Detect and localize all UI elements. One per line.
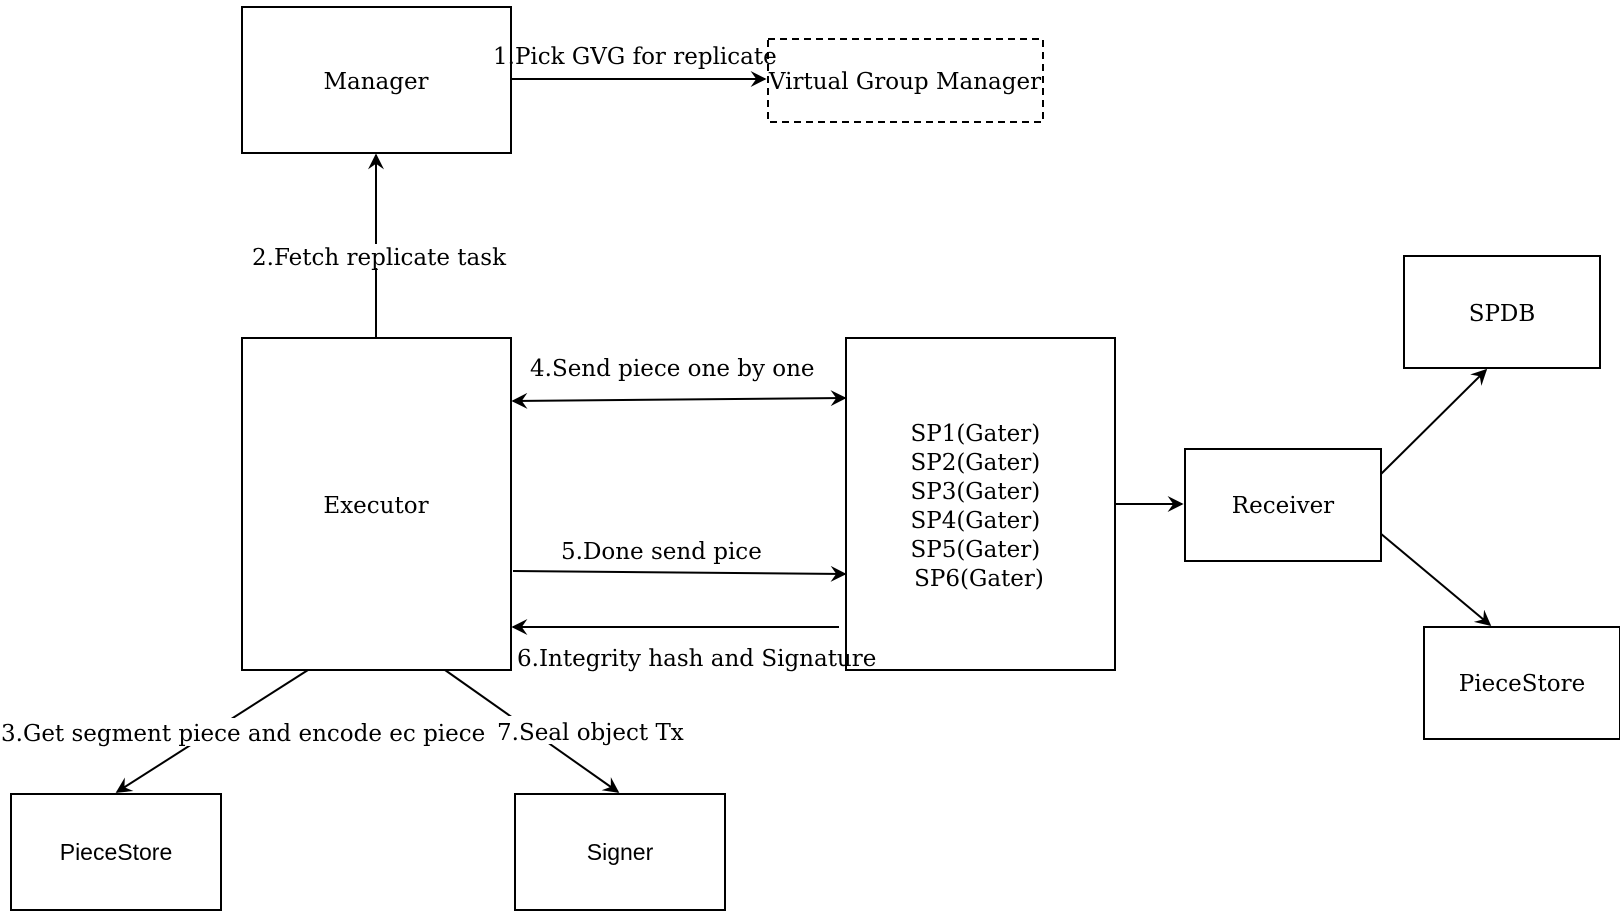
signer-label: Signer (587, 839, 654, 865)
executor-box (241, 337, 512, 671)
spdb-box (1403, 255, 1601, 369)
gater-line-3: SP3(Gater) (910, 479, 1040, 505)
edge-label-fetch-task: 2.Fetch replicate task (252, 245, 507, 271)
edge-label-send-piece: 4.Send piece one by one (530, 356, 815, 382)
executor-label: Executor (323, 493, 428, 519)
receiver-label: Receiver (1232, 493, 1334, 519)
manager-box (241, 6, 512, 154)
piecestore-right-box (1423, 626, 1620, 740)
edge-label-get-segment: 3.Get segment piece and encode ec piece (1, 721, 485, 747)
edge-receiver-spdb (1379, 368, 1488, 476)
edge-receiver-piecestore (1379, 532, 1492, 627)
virtual-group-manager-box (767, 38, 1044, 123)
gater-line-1: SP1(Gater) (910, 421, 1040, 447)
gater-line-2: SP2(Gater) (910, 450, 1040, 476)
edge-label-integrity: 6.Integrity hash and Signature (517, 646, 876, 672)
edge-done-send (512, 565, 847, 582)
edge-label-seal-object: 7.Seal object Tx (497, 720, 684, 746)
gater-label: SP1(Gater) SP2(Gater) SP3(Gater) SP4(Gat… (910, 421, 1047, 592)
gater-box (845, 337, 1116, 671)
gater-line-6: SP6(Gater) (914, 566, 1044, 592)
piecestore-left-label: PieceStore (60, 839, 173, 865)
receiver-box (1184, 448, 1382, 562)
manager-label: Manager (323, 69, 428, 95)
gater-line-4: SP4(Gater) (910, 508, 1040, 534)
virtual-group-manager-label: Virtual Group Manager (768, 69, 1041, 95)
edge-label-done-send: 5.Done send pice (561, 539, 762, 565)
edge-send-piece (511, 390, 847, 409)
fetch-label-bg (272, 244, 482, 268)
signer-box (514, 793, 726, 911)
spdb-label: SPDB (1469, 301, 1536, 327)
edge-label-pick-gvg: 1.Pick GVG for replicate (493, 44, 777, 70)
piecestore-right-label: PieceStore (1459, 671, 1585, 697)
gater-line-5: SP5(Gater) (910, 537, 1040, 563)
get-segment-label-bg (2, 718, 434, 746)
seal-label-bg (494, 716, 664, 744)
piecestore-left-box (10, 793, 222, 911)
